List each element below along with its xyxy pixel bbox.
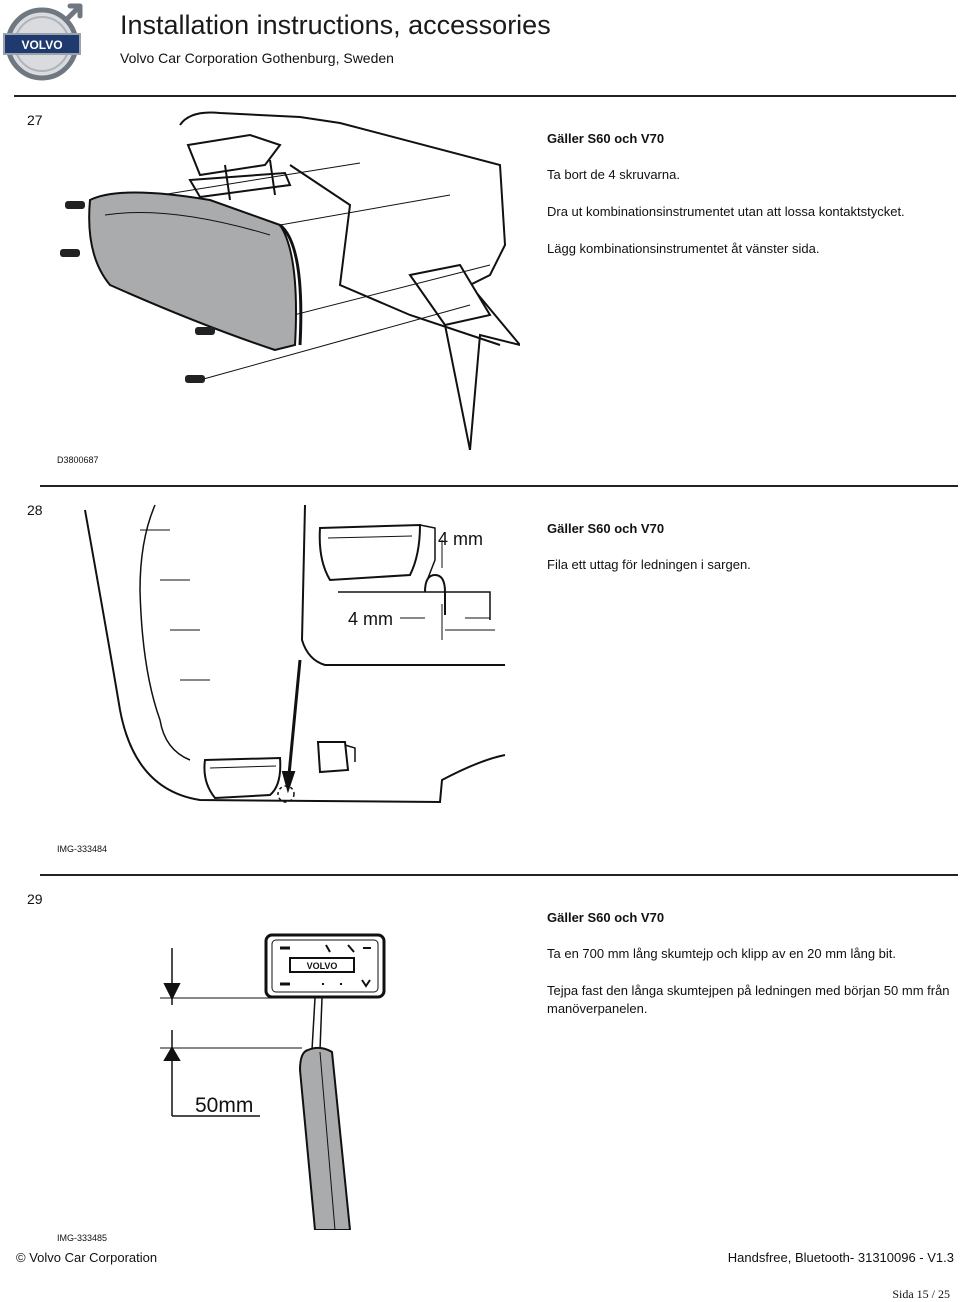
- step-29-illustration: VOLVO 50mm: [150, 930, 400, 1235]
- step-28-illustration: 4 mm 4 mm: [80, 500, 510, 815]
- page-number: Sida 15 / 25: [892, 1287, 950, 1301]
- step-29-applies-to: Gäller S60 och V70: [547, 910, 665, 925]
- step-29-instruction-1: Ta en 700 mm lång skumtejp och klipp av …: [547, 946, 897, 961]
- panel-logo: VOLVO: [307, 961, 338, 971]
- step-27-image-id: D3800687: [57, 455, 99, 465]
- step-27-instruction-1: Ta bort de 4 skruvarna.: [547, 167, 680, 182]
- footer-copyright: © Volvo Car Corporation: [16, 1250, 158, 1265]
- step-29-text: Gäller S60 och V70 Ta en 700 mm lång sku…: [547, 909, 952, 1037]
- document-subtitle: Volvo Car Corporation Gothenburg, Sweden: [120, 50, 394, 66]
- volvo-logo: VOLVO: [0, 0, 88, 86]
- step-28-dimension-label-bottom: 4 mm: [348, 609, 393, 629]
- logo-wordmark: VOLVO: [21, 38, 62, 52]
- step-28-applies-to: Gäller S60 och V70: [547, 521, 665, 536]
- step-27-applies-to: Gäller S60 och V70: [547, 131, 665, 146]
- step-28-image-id: IMG-333484: [57, 844, 108, 854]
- step-29-image-id: IMG-333485: [57, 1233, 108, 1243]
- step-27-number: 27: [27, 112, 43, 128]
- step-27-instruction-2: Dra ut kombinationsinstrumentet utan att…: [547, 204, 905, 219]
- step-28-divider: [40, 485, 958, 487]
- step-28-instruction-1: Fila ett uttag för ledningen i sargen.: [547, 557, 751, 572]
- document-title: Installation instructions, accessories: [120, 10, 551, 40]
- step-28-number: 28: [27, 502, 43, 518]
- step-27-divider: [14, 95, 956, 97]
- step-27-text: Gäller S60 och V70 Ta bort de 4 skruvarn…: [547, 130, 952, 277]
- step-28-dimension-label-top: 4 mm: [438, 529, 483, 549]
- step-29-number: 29: [27, 891, 43, 907]
- step-27-instruction-3: Lägg kombinationsinstrumentet åt vänster…: [547, 241, 820, 256]
- step-29-divider: [40, 874, 958, 876]
- footer-document-id: Handsfree, Bluetooth- 31310096 - V1.3: [727, 1250, 954, 1265]
- step-28-text: Gäller S60 och V70 Fila ett uttag för le…: [547, 520, 952, 593]
- step-29-dimension-label: 50mm: [195, 1094, 253, 1117]
- step-27-illustration: [50, 105, 523, 455]
- step-29-instruction-2: Tejpa fast den långa skumtejpen på ledni…: [547, 983, 950, 1016]
